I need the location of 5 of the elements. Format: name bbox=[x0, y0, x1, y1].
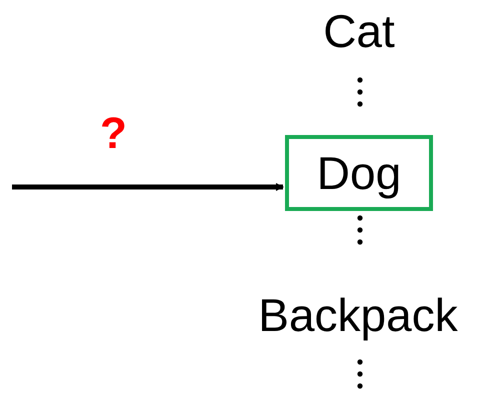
word-label: Cat bbox=[300, 2, 418, 60]
word-label: Backpack bbox=[234, 284, 482, 346]
edge-label: ? bbox=[100, 112, 127, 156]
highlight-box: Dog bbox=[285, 135, 433, 211]
arrow bbox=[12, 183, 284, 191]
